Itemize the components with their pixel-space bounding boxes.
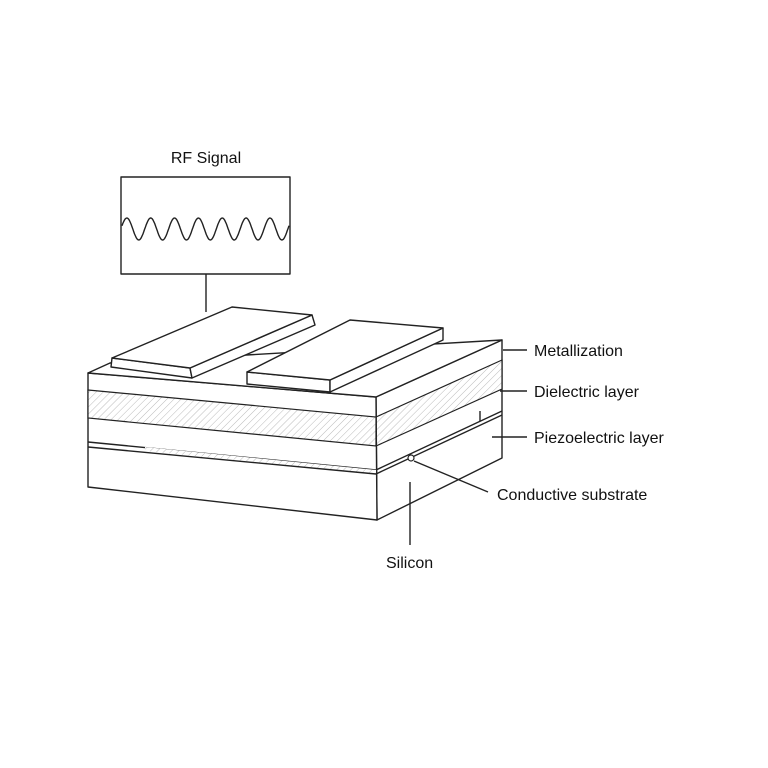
electrode-2 (246, 319, 444, 393)
substrate-side-line (375, 414, 503, 475)
rf-signal-box (120, 176, 291, 275)
label-piezoelectric: Piezoelectric layer (534, 430, 665, 447)
electrode-1 (110, 306, 316, 379)
label-dielectric: Dielectric layer (534, 384, 640, 401)
label-conductive-substrate: Conductive substrate (497, 487, 647, 504)
piezo-side-line (375, 410, 503, 471)
conductive-substrate-strip (145, 447, 376, 474)
substrate-front-line (87, 446, 377, 475)
conductive-leader (413, 460, 489, 493)
label-silicon: Silicon (386, 555, 433, 572)
rf-signal-title: RF Signal (171, 150, 241, 167)
rf-waveform (121, 217, 290, 241)
label-metallization: Metallization (534, 343, 623, 360)
conductive-leader-dot (407, 454, 415, 462)
dielectric-front (87, 389, 377, 447)
